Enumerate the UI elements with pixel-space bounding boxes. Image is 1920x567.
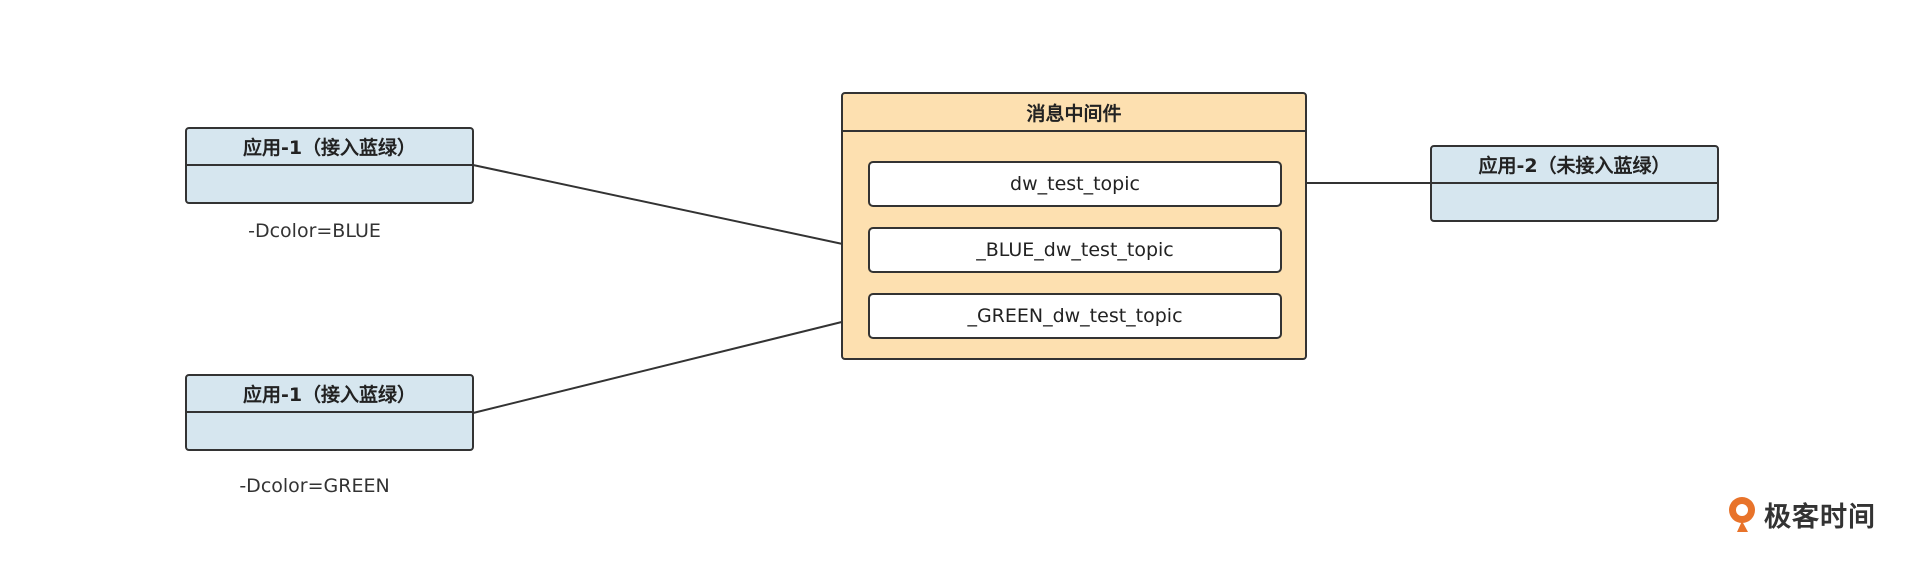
arrow-app1-blue-to-blue-topic: [472, 164, 867, 252]
app1-green-param: -Dcolor=GREEN: [239, 475, 390, 497]
topic-blue: _BLUE_dw_test_topic: [868, 227, 1282, 273]
broker-title: 消息中间件: [843, 94, 1305, 132]
topic-green: _GREEN_dw_test_topic: [868, 293, 1282, 339]
message-broker-box: 消息中间件 dw_test_topic _BLUE_dw_test_topic …: [841, 92, 1307, 360]
arrow-app1-green-to-green-topic: [472, 313, 867, 414]
app1-blue-box: 应用-1（接入蓝绿）: [185, 127, 474, 204]
geektime-logo-icon: [1729, 497, 1755, 532]
geektime-logo-text: 极客时间: [1764, 501, 1876, 533]
app1-blue-param: -Dcolor=BLUE: [248, 220, 381, 242]
app1-blue-title: 应用-1（接入蓝绿）: [187, 129, 472, 166]
geektime-logo: 极客时间: [1726, 494, 1876, 534]
app2-title: 应用-2（未接入蓝绿）: [1432, 147, 1717, 184]
app1-green-box: 应用-1（接入蓝绿）: [185, 374, 474, 451]
topic-default: dw_test_topic: [868, 161, 1282, 207]
app1-green-title: 应用-1（接入蓝绿）: [187, 376, 472, 413]
app2-box: 应用-2（未接入蓝绿）: [1430, 145, 1719, 222]
